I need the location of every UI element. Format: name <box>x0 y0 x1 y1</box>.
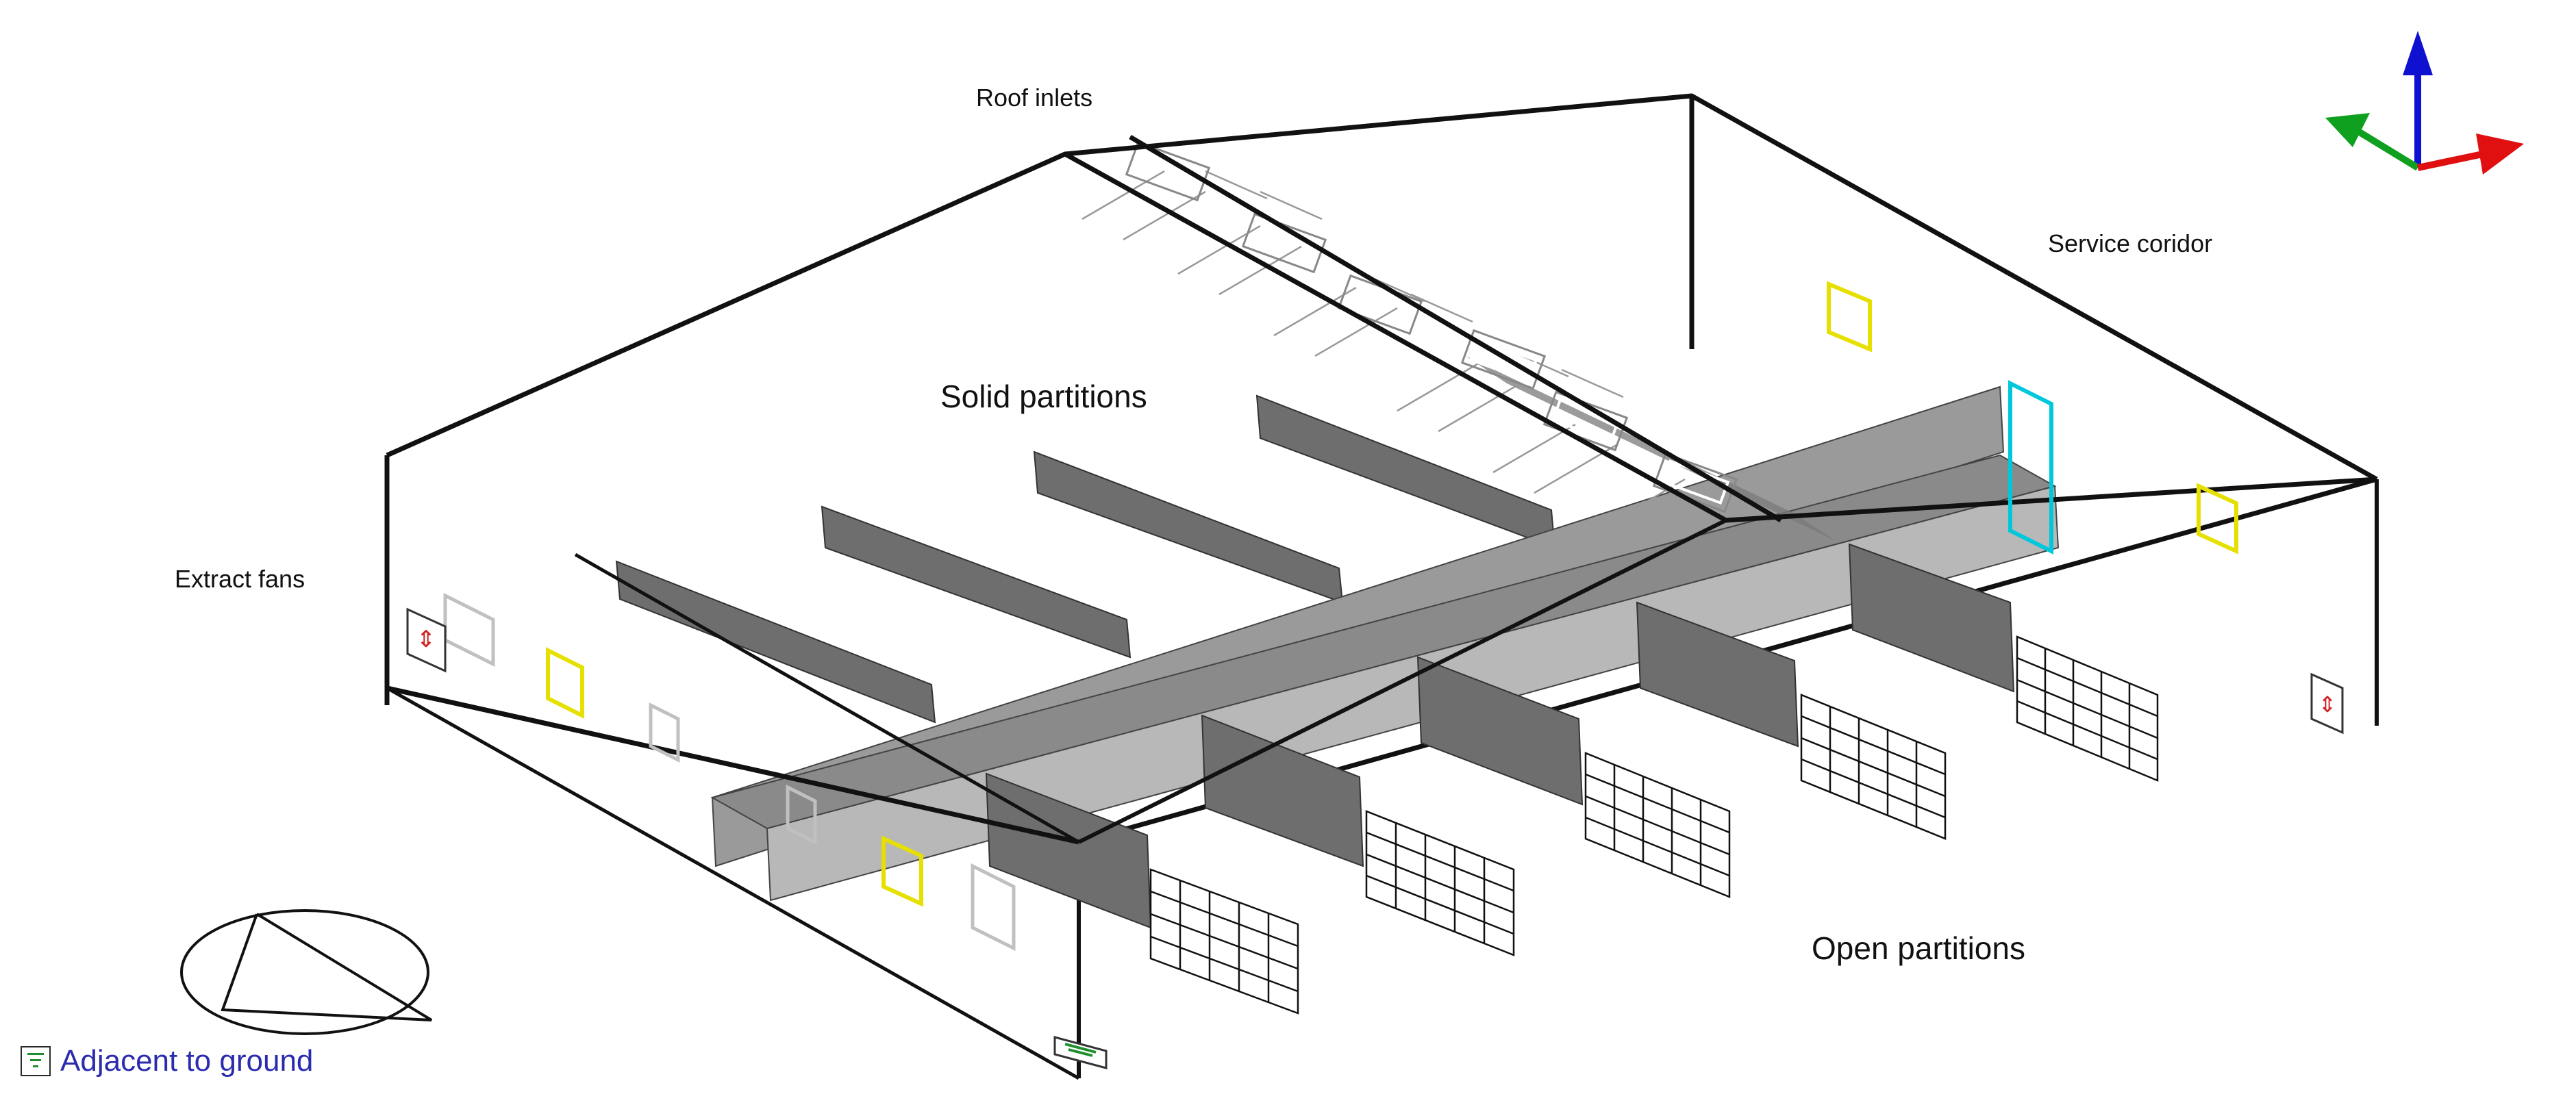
central-partition-wall <box>710 385 2060 902</box>
label-solid-partitions: Solid partitions <box>940 379 1147 414</box>
open-partition-2 <box>1365 810 1515 956</box>
label-roof-inlets: Roof inlets <box>976 84 1093 112</box>
solid-partitions <box>615 394 1556 724</box>
ground-marker <box>1053 1036 1108 1069</box>
legend-text: Adjacent to ground <box>60 1044 314 1078</box>
extract-fan-left: ⇕ <box>406 607 447 673</box>
open-partitions <box>1149 635 2159 1015</box>
service-door <box>2008 380 2053 555</box>
grey-openings <box>443 592 1016 952</box>
open-partition-3 <box>1584 752 1731 898</box>
ground-symbol-icon <box>21 1046 51 1076</box>
building-wireframe <box>384 93 2378 845</box>
building-floor <box>384 455 2379 1078</box>
svg-text:⇕: ⇕ <box>416 626 436 652</box>
building-edges-front <box>386 552 1080 1080</box>
open-partition-4 <box>1800 694 1947 840</box>
label-extract-fans: Extract fans <box>175 565 305 593</box>
open-partition-1 <box>1149 868 1299 1015</box>
roof-inlet-strip <box>1081 140 1836 549</box>
label-open-partitions: Open partitions <box>1812 930 2025 966</box>
view-orientation-indicator[interactable] <box>180 909 433 1035</box>
label-service-corridor: Service coridor <box>2048 229 2213 257</box>
yellow-windows <box>546 281 2238 907</box>
legend-adjacent-to-ground: Adjacent to ground <box>21 1044 313 1078</box>
svg-text:⇕: ⇕ <box>2318 692 2337 717</box>
axis-triad[interactable] <box>2325 31 2524 175</box>
open-partition-5 <box>2016 635 2159 782</box>
extract-fan-right: ⇕ <box>2310 672 2344 735</box>
